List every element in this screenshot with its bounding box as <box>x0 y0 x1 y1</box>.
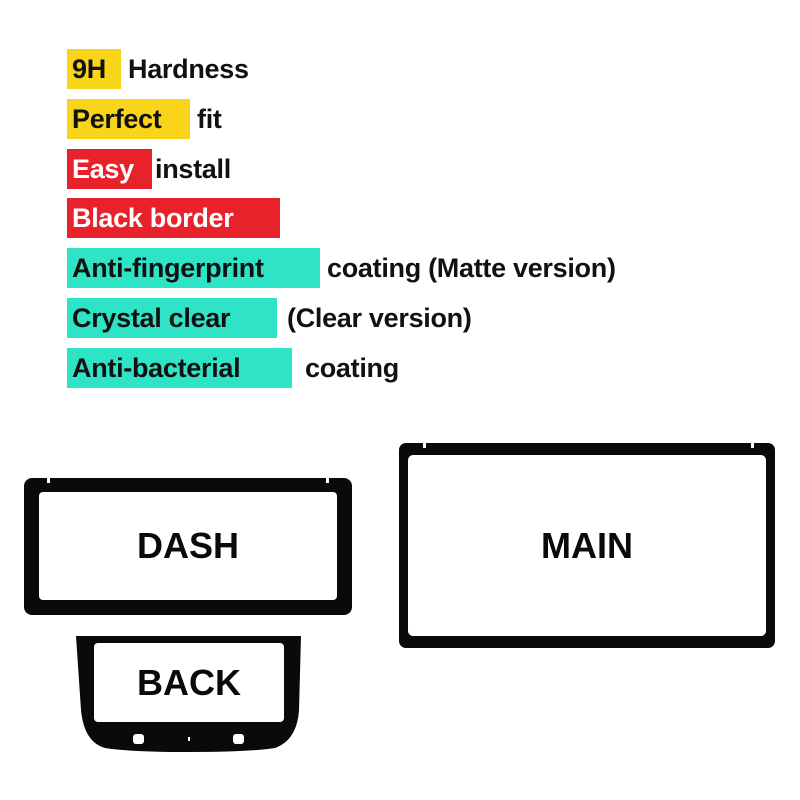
feature-highlight: Crystal clear <box>67 298 277 338</box>
main-label: MAIN <box>541 524 633 566</box>
feature-highlight: Perfect <box>67 99 190 139</box>
feature-text: fit <box>197 103 222 134</box>
feature-text: Hardness <box>128 53 249 84</box>
back-label: BACK <box>137 661 241 703</box>
feature-hardness: 9H Hardness <box>67 49 249 89</box>
feature-text: coating (Matte version) <box>327 252 616 283</box>
sensor-cutout <box>233 734 244 744</box>
feature-text: install <box>155 153 231 184</box>
back-screen-area: BACK <box>94 643 284 722</box>
feature-fingerprint: Anti-fingerprint coating (Matte version) <box>67 248 616 288</box>
feature-highlight: Anti-fingerprint <box>67 248 320 288</box>
feature-bacterial: Anti-bacterial coating <box>67 348 399 388</box>
feature-fit: Perfect fit <box>67 99 222 139</box>
feature-highlight: Easy <box>67 149 152 189</box>
feature-clear: Crystal clear (Clear version) <box>67 298 472 338</box>
feature-highlight: 9H <box>67 49 121 89</box>
feature-border: Black border <box>67 198 280 238</box>
feature-text: coating <box>305 352 399 383</box>
dash-label: DASH <box>136 525 239 566</box>
main-screen-protector: MAIN <box>399 443 775 648</box>
feature-highlight: Anti-bacterial <box>67 348 292 388</box>
feature-highlight: Black border <box>67 198 280 238</box>
feature-text: (Clear version) <box>287 302 472 333</box>
dash-screen-protector: DASH <box>24 478 352 615</box>
feature-install: Easy install <box>67 149 231 189</box>
sensor-dot <box>188 737 190 741</box>
sensor-cutout <box>133 734 144 744</box>
